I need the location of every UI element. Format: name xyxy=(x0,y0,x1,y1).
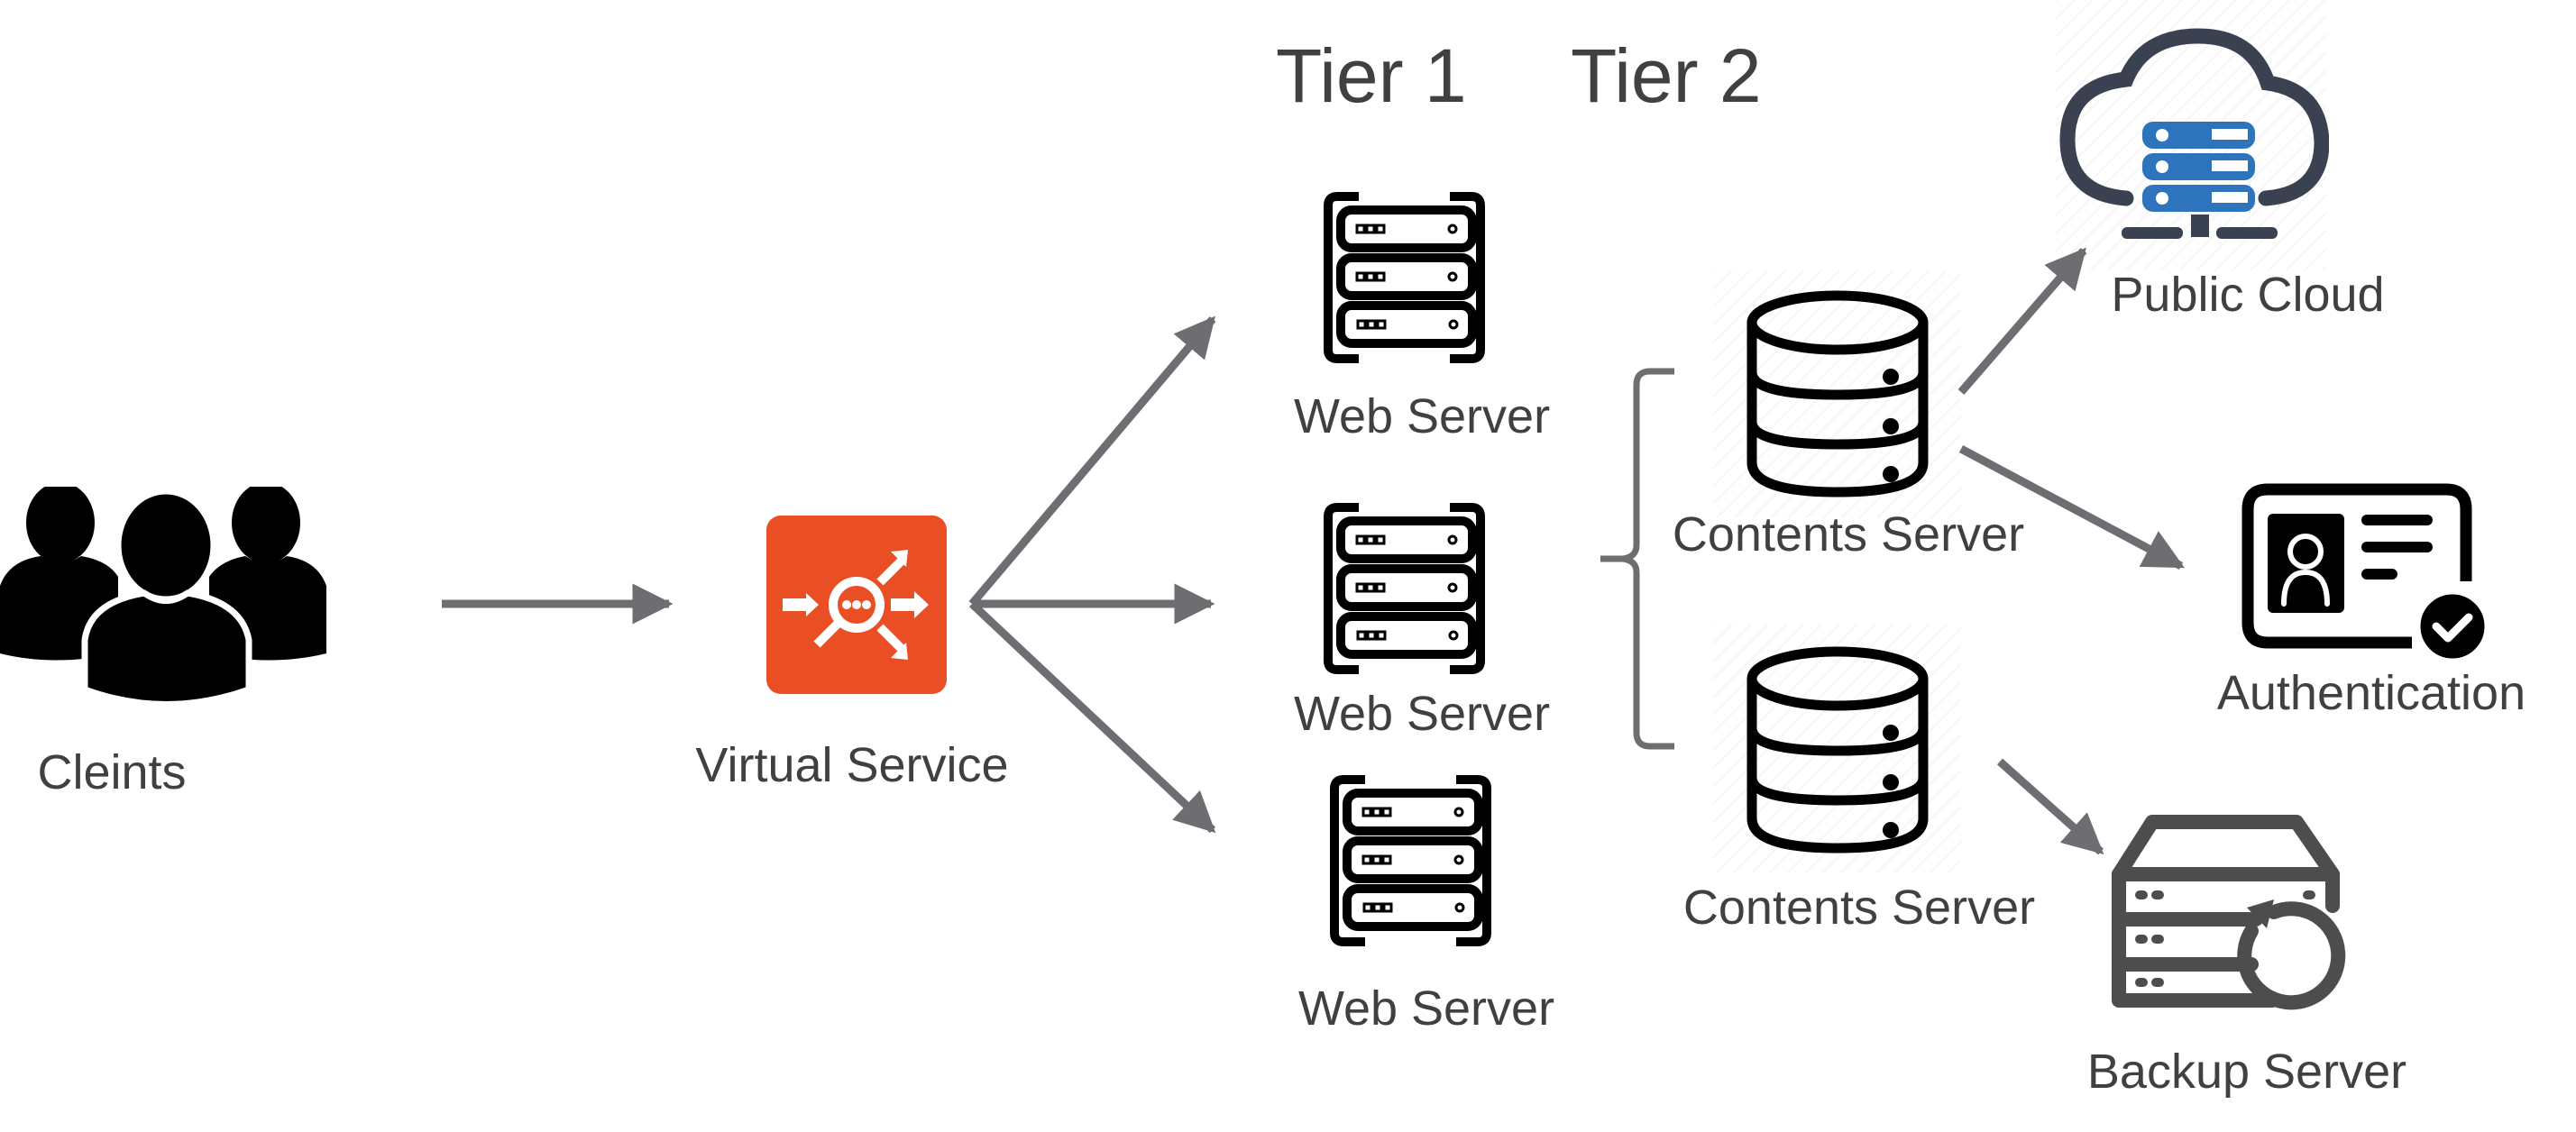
server-rack-icon[interactable] xyxy=(1321,503,1492,674)
backup-server-icon[interactable] xyxy=(2112,811,2369,1018)
server-rack-icon[interactable] xyxy=(1321,192,1492,363)
tier-2-header: Tier 2 xyxy=(1571,33,1762,118)
web-server-2-label: Web Server xyxy=(1293,687,1551,741)
clients-label: Cleints xyxy=(37,745,187,799)
virtual-service-label: Virtual Service xyxy=(695,738,1009,792)
database-icon[interactable] xyxy=(1745,287,1934,498)
id-card-check-icon[interactable] xyxy=(2241,482,2493,662)
load-balancer-icon[interactable] xyxy=(766,516,947,694)
arrow-contents-to-backup xyxy=(1997,758,2104,855)
arrow-contents-to-public-cloud xyxy=(1957,247,2087,395)
cloud-server-icon[interactable] xyxy=(2058,27,2329,243)
tier-1-header: Tier 1 xyxy=(1276,33,1467,118)
arrow-vs-to-web-server-3 xyxy=(968,600,1216,834)
public-cloud-label: Public Cloud xyxy=(2111,268,2385,322)
contents-server-1-label: Contents Server xyxy=(1672,507,2025,561)
backup-server-label: Backup Server xyxy=(2086,1045,2407,1099)
users-group-icon xyxy=(0,487,326,708)
web-server-3-label: Web Server xyxy=(1297,981,1555,1036)
server-rack-icon[interactable] xyxy=(1327,775,1499,946)
arrow-vs-to-web-server-1 xyxy=(968,315,1216,607)
database-icon[interactable] xyxy=(1745,643,1934,854)
web-server-1-label: Web Server xyxy=(1293,389,1551,443)
authentication-label: Authentication xyxy=(2216,666,2526,720)
tier2-curly-bracket xyxy=(1600,368,1674,750)
contents-server-2-label: Contents Server xyxy=(1682,881,2036,935)
arrow-contents-to-authentication xyxy=(1958,445,2185,570)
